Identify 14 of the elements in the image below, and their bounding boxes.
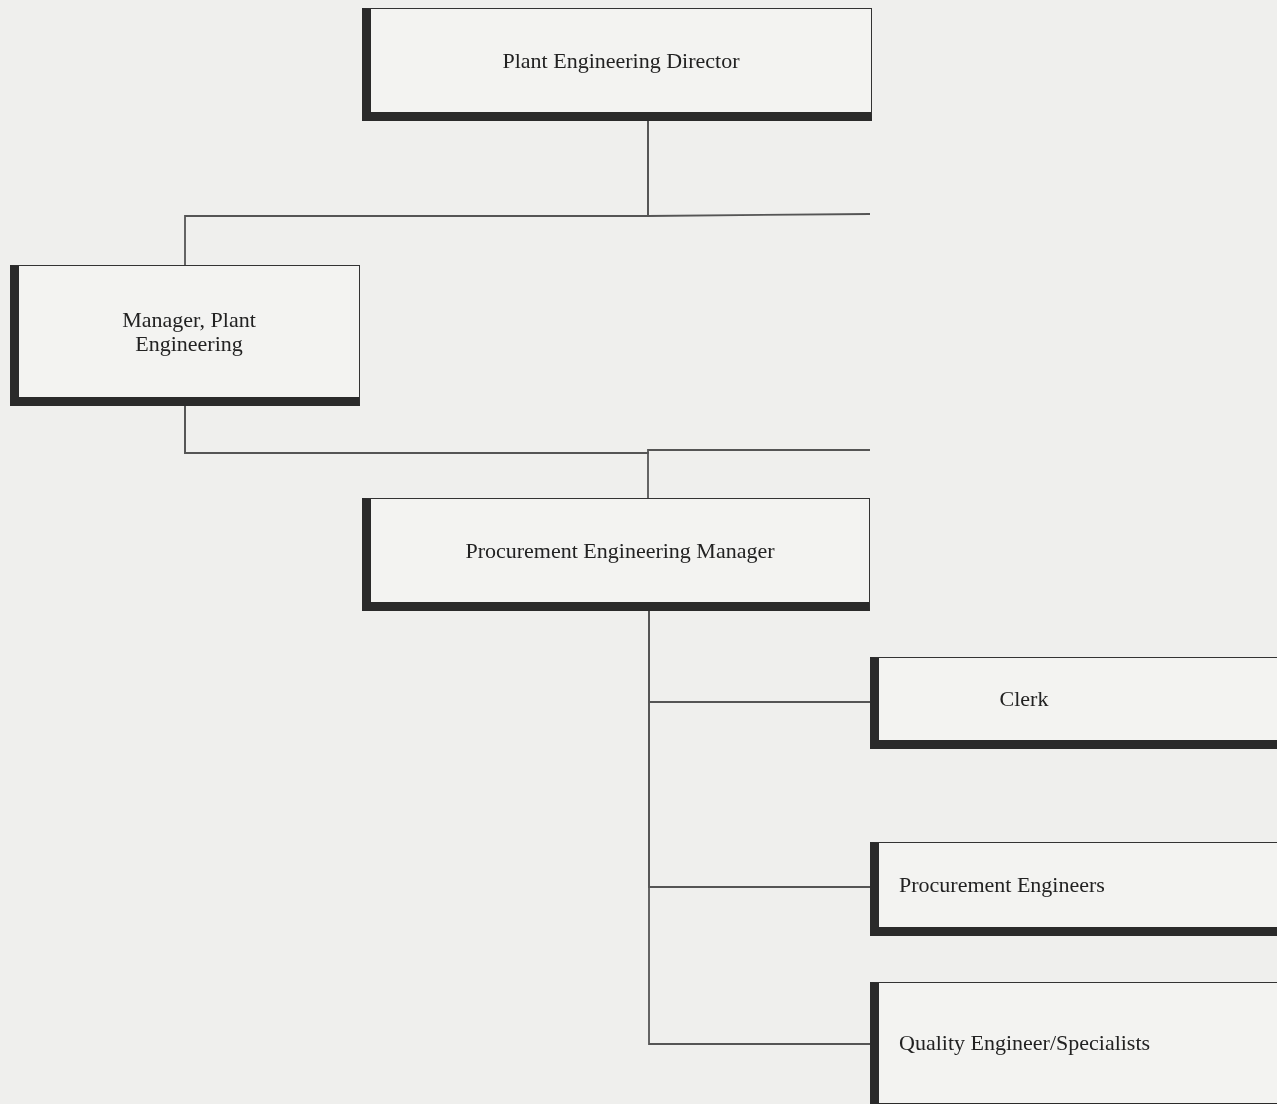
connector-line — [647, 120, 871, 217]
position-title: Manager, Plant Engineering — [121, 308, 257, 355]
position-box — [362, 498, 870, 611]
position-box — [362, 8, 872, 121]
position-title: Procurement Engineers — [899, 873, 1105, 897]
position-title: Plant Engineering Director — [502, 48, 740, 73]
position-box — [10, 265, 360, 406]
position-box — [870, 982, 1277, 1104]
connector-line — [184, 405, 871, 454]
position-box — [870, 657, 1277, 749]
position-title: Quality Engineer/Specialists — [899, 1031, 1151, 1055]
position-title: Clerk — [999, 687, 1049, 711]
position-box — [870, 842, 1277, 936]
position-title: Procurement Engineering Manager — [465, 538, 775, 563]
